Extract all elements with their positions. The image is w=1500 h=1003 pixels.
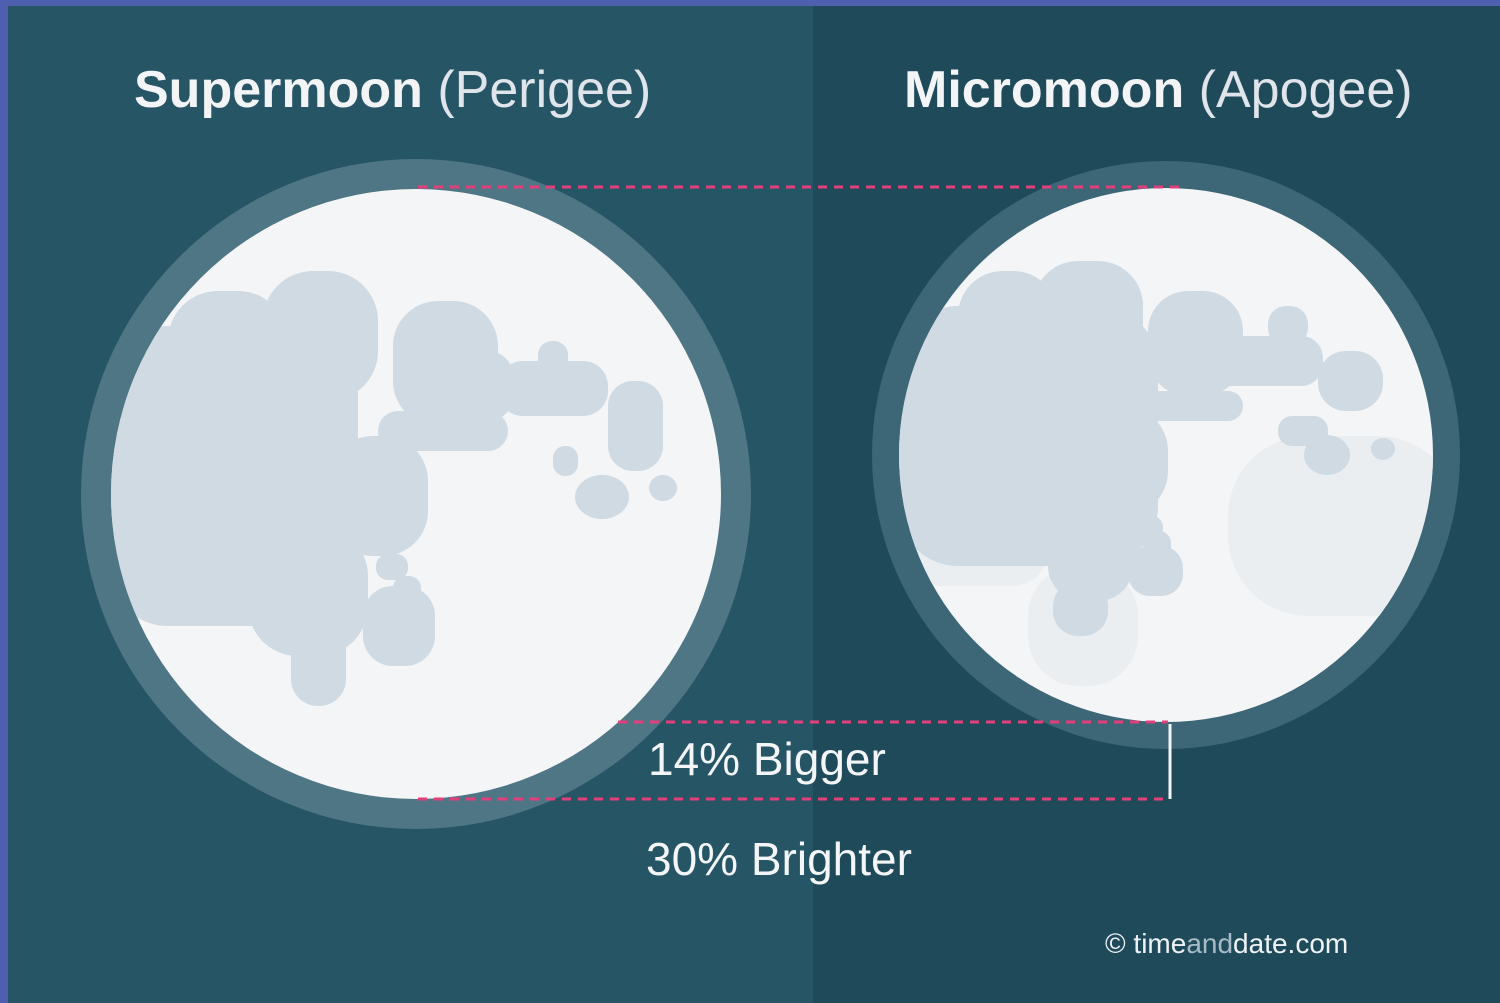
micromoon-heading: Micromoon (Apogee) bbox=[904, 60, 1413, 120]
supermoon-heading: Supermoon (Perigee) bbox=[134, 60, 651, 120]
supermoon-subtitle: (Perigee) bbox=[437, 61, 652, 119]
moon-illustration bbox=[81, 159, 1460, 829]
credit-name: timeanddate.com bbox=[1133, 928, 1349, 959]
size-difference-label: 14% Bigger bbox=[648, 733, 886, 785]
copyright-symbol: © bbox=[1105, 928, 1126, 959]
brightness-difference-label: 30% Brighter bbox=[646, 833, 912, 885]
micromoon-moon bbox=[872, 161, 1460, 749]
micromoon-subtitle: (Apogee) bbox=[1198, 61, 1413, 119]
supermoon-moon bbox=[81, 159, 751, 829]
supermoon-title: Supermoon bbox=[134, 61, 423, 119]
supermoon-micromoon-diagram: Supermoon (Perigee) Micromoon (Apogee) bbox=[8, 6, 1500, 1003]
micromoon-maria bbox=[899, 261, 1433, 686]
comparison-guides bbox=[418, 185, 1180, 801]
supermoon-maria bbox=[111, 271, 677, 706]
micromoon-title: Micromoon bbox=[904, 61, 1185, 119]
credit-line: © timeanddate.com bbox=[1105, 928, 1348, 960]
